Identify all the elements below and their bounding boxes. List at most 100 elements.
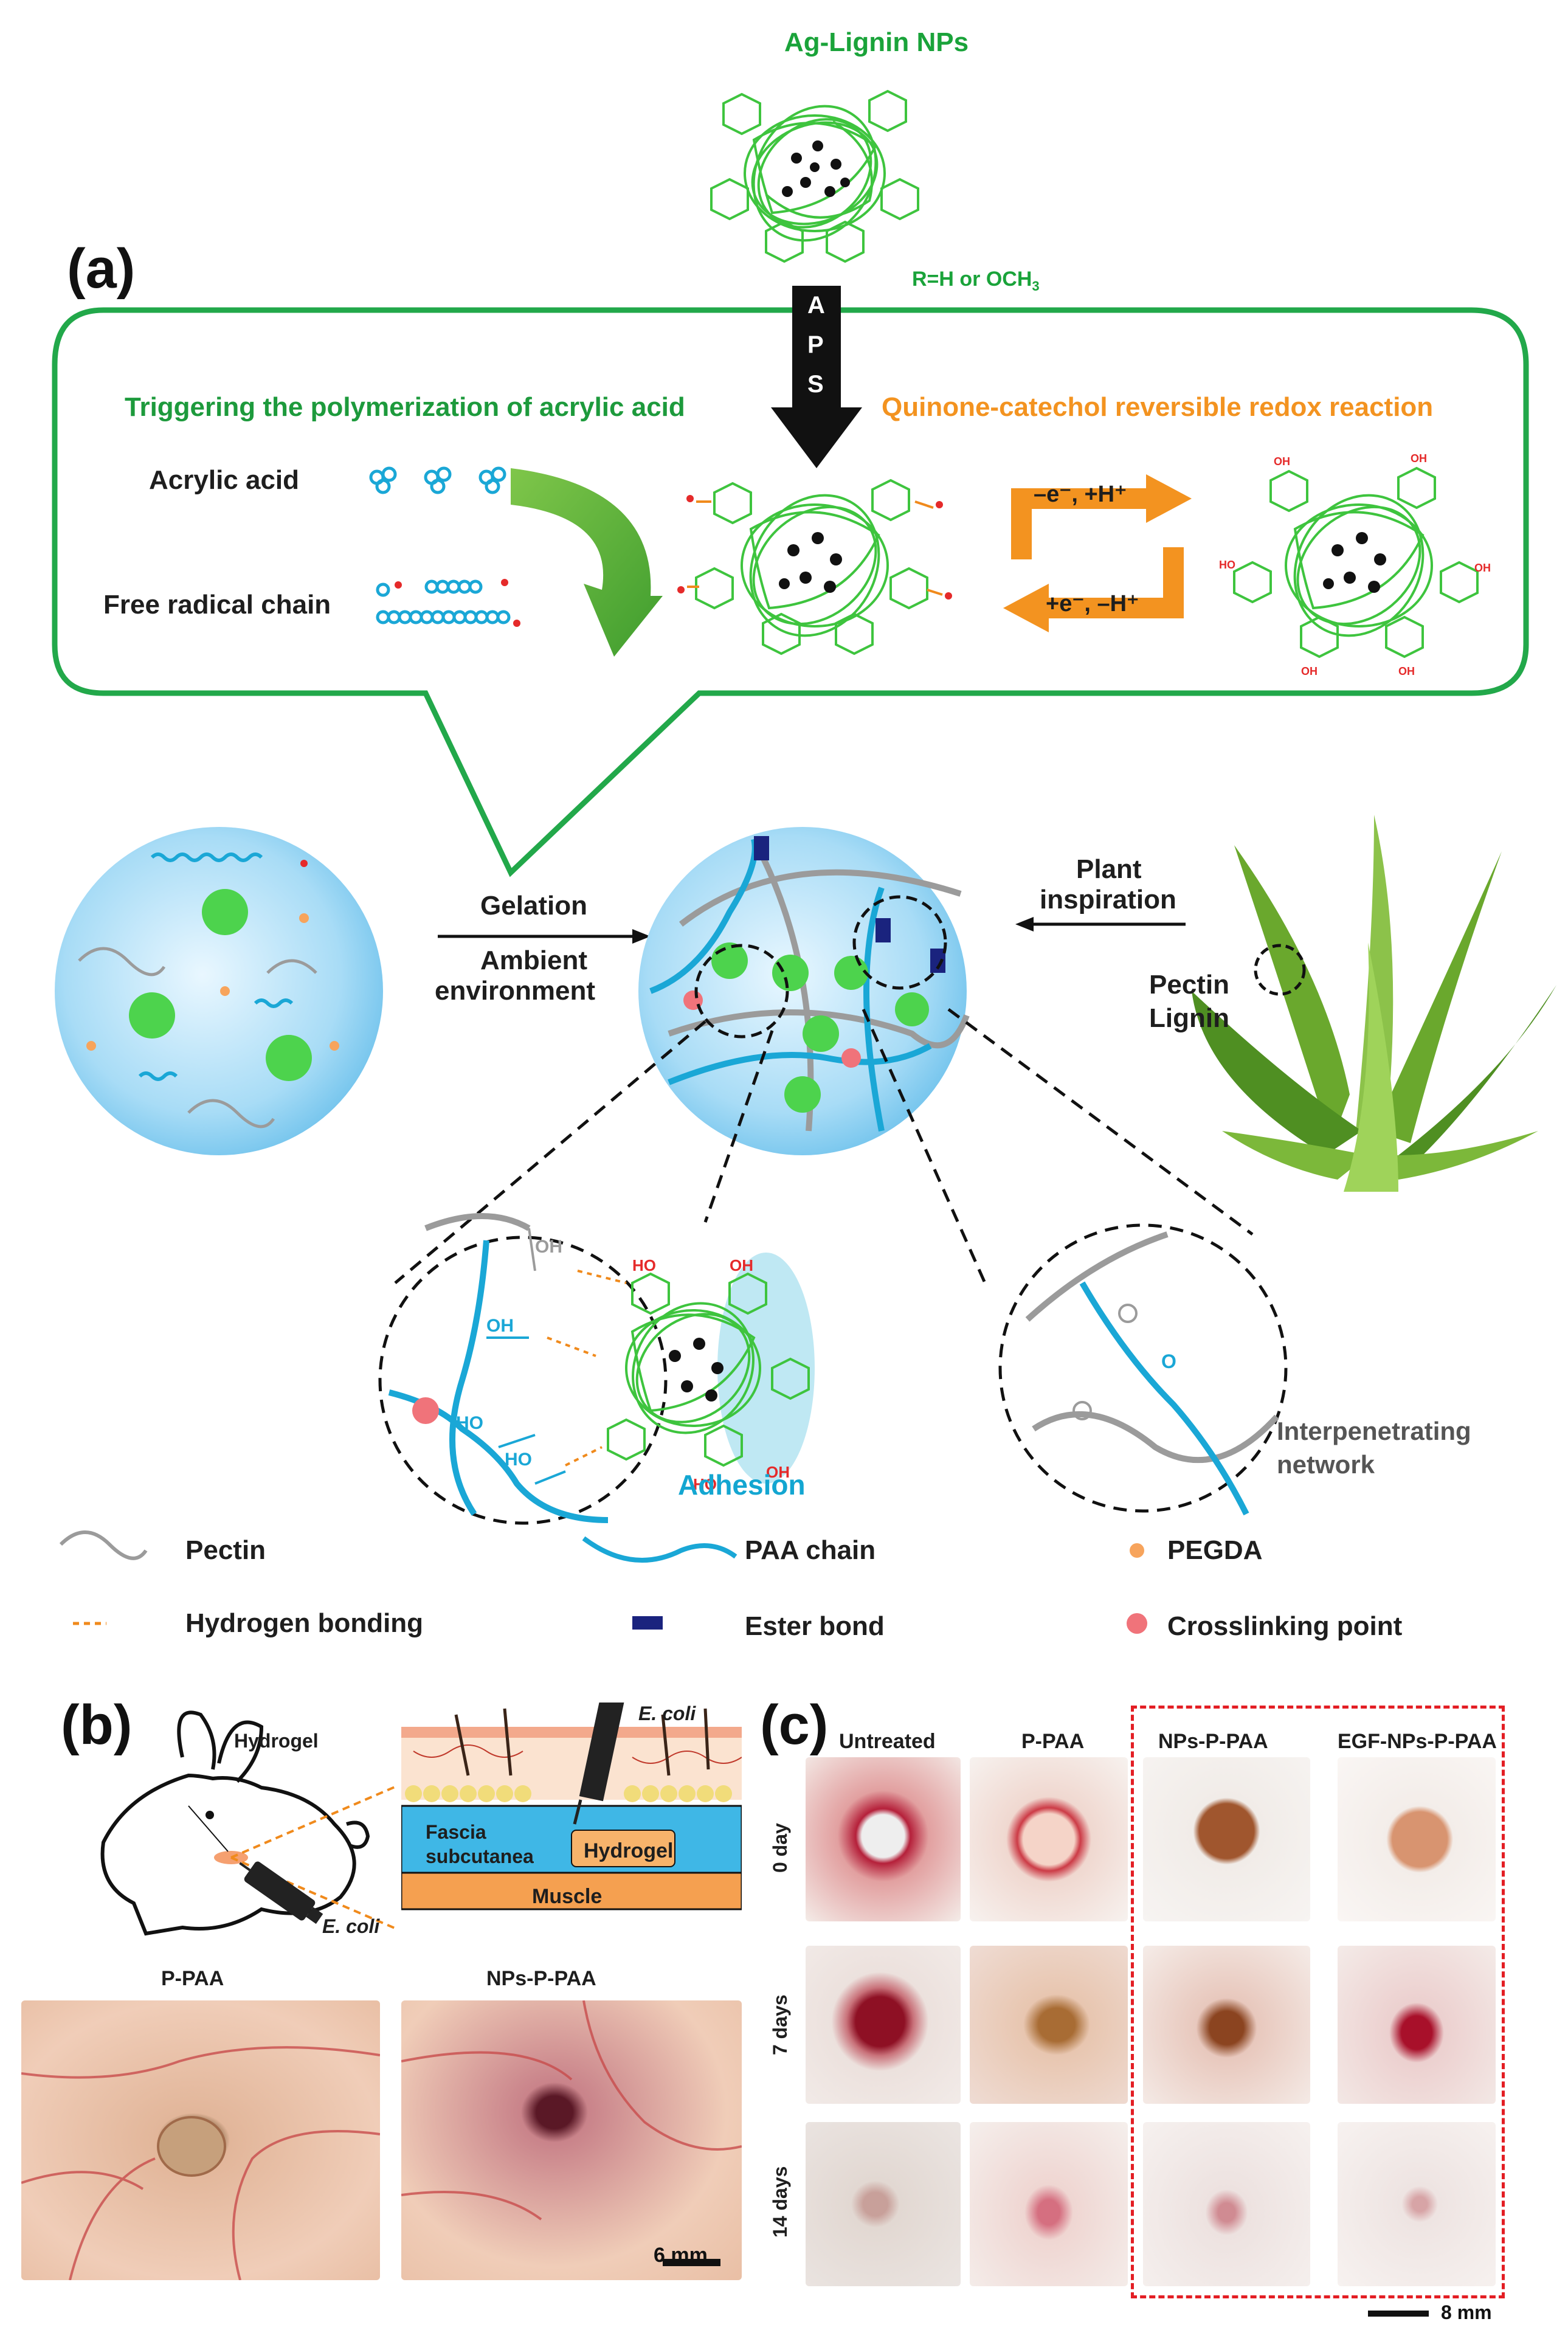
wound-untreated-day7: [806, 1946, 961, 2104]
legend-ester-icon: [632, 1616, 663, 1630]
skin-cross-section: [401, 1703, 742, 1910]
legend-symbols: [59, 1530, 1147, 1634]
lignin-plant-label: Lignin: [1149, 1003, 1229, 1033]
curved-green-arrow: [511, 468, 663, 657]
fascia-label-1: Fascia: [426, 1821, 486, 1843]
ambient-label-1: Ambient: [480, 945, 587, 975]
redox-top-label: –e⁻, +H⁺: [1034, 482, 1127, 507]
plant-label-1: Plant: [1076, 854, 1142, 884]
wound-egf-day0: [1338, 1757, 1496, 1921]
svg-text:HO: HO: [505, 1450, 532, 1470]
r-definition: R=H or OCH3: [912, 268, 1040, 294]
monomer-and-chain-illustration: [369, 466, 520, 627]
panel-a-label: (a): [67, 238, 136, 300]
wound-egf-day14: [1338, 2122, 1496, 2286]
col-untreated: Untreated: [839, 1730, 936, 1753]
legend-ester-label: Ester bond: [745, 1611, 885, 1641]
wound-ppaa-day14: [970, 2122, 1128, 2286]
svg-text:O: O: [1161, 1350, 1176, 1372]
row-14-days: 14 days: [769, 2166, 791, 2238]
panel-c-label: (c): [760, 1694, 829, 1756]
redox-cycle-arrows: [1003, 474, 1192, 632]
svg-text:HO: HO: [456, 1413, 483, 1433]
plant-label-2: inspiration: [1040, 885, 1176, 914]
r-definition-text: R=H or OCH: [912, 268, 1032, 291]
legend-pegda-label: PEGDA: [1167, 1535, 1263, 1565]
photo-nps-p-paa: [401, 2000, 742, 2280]
wound-nps-day0: [1143, 1757, 1310, 1921]
legend-pectin-icon: [59, 1530, 148, 1560]
wound-egf-day7: [1338, 1946, 1496, 2104]
legend-paa-label: PAA chain: [745, 1535, 876, 1565]
row-0-day: 0 day: [769, 1823, 791, 1873]
wound-untreated-day0: [806, 1757, 961, 1921]
legend-pegda-icon: [1130, 1543, 1144, 1558]
oxidized-np-structure: [677, 479, 952, 655]
aps-arrow: [771, 286, 862, 468]
svg-text:HO: HO: [1219, 559, 1235, 571]
svg-text:OH: OH: [1411, 452, 1427, 465]
legend-crosslink-label: Crosslinking point: [1167, 1611, 1403, 1641]
hydrogel-box-label: Hydrogel: [584, 1839, 674, 1862]
wound-ppaa-day0: [970, 1757, 1128, 1921]
scale-6mm: 6 mm: [654, 2244, 708, 2267]
ecoli-top-label: E. coli: [638, 1703, 696, 1725]
svg-text:OH: OH: [486, 1316, 514, 1336]
svg-text:HO: HO: [693, 1475, 717, 1493]
legend-crosslink-icon: [1127, 1613, 1147, 1634]
rabbit-illustration: [100, 1710, 395, 1936]
svg-text:OH: OH: [730, 1256, 753, 1274]
muscle-label: Muscle: [532, 1885, 603, 1908]
ecoli-bottom-text: E. coli: [322, 1915, 380, 1937]
photo-p-paa: [21, 2000, 380, 2280]
photo-left-title: P-PAA: [161, 1967, 224, 1990]
col-p-paa: P-PAA: [1021, 1730, 1085, 1753]
ecoli-top-text: E. coli: [638, 1703, 696, 1724]
svg-text:HO: HO: [632, 1256, 656, 1274]
aps-letter-s: S: [807, 371, 824, 398]
svg-text:OH: OH: [1474, 562, 1491, 574]
col-egf-nps-p-paa: EGF-NPs-P-PAA: [1338, 1730, 1497, 1753]
r-definition-subscript: 3: [1032, 278, 1040, 294]
adhesion-label: Adhesion: [678, 1469, 806, 1501]
callout-frame: [52, 307, 1529, 877]
ipn-label-1: Interpenetrating: [1277, 1417, 1471, 1445]
fascia-label-2: subcutanea: [426, 1845, 534, 1867]
panel-b-label: (b): [61, 1694, 133, 1756]
wound-nps-day7: [1143, 1946, 1310, 2104]
wound-nps-day14: [1143, 2122, 1310, 2286]
ag-lignin-np-structure: [710, 89, 919, 263]
aps-letter-a: A: [807, 292, 825, 319]
svg-text:OH: OH: [1274, 455, 1290, 468]
svg-text:OH: OH: [535, 1237, 562, 1257]
svg-text:OH: OH: [1398, 665, 1415, 677]
np-title: Ag-Lignin NPs: [784, 27, 969, 57]
free-radical-label: Free radical chain: [103, 590, 331, 620]
highlight-box-nps-groups: [1131, 1706, 1505, 2298]
pectin-plant-label: Pectin: [1149, 970, 1230, 1000]
ecoli-bottom-label: E. coli: [322, 1915, 379, 1938]
hydrogel-spheres-row: [55, 815, 1556, 1192]
left-section-title: Triggering the polymerization of acrylic…: [125, 392, 685, 422]
wound-untreated-day14: [806, 2122, 961, 2286]
photo-right-title: NPs-P-PAA: [486, 1967, 596, 1990]
aps-letter-p: P: [807, 331, 824, 358]
scale-8mm: 8 mm: [1441, 2301, 1492, 2323]
scale-bar-8mm: [1368, 2311, 1429, 2317]
zoom-detail: OH HO HO OH HO OH OH HO O: [378, 1008, 1288, 1525]
svg-text:OH: OH: [1301, 665, 1318, 677]
svg-text:OH: OH: [766, 1463, 790, 1481]
wound-ppaa-day7: [970, 1946, 1128, 2104]
row-7-days: 7 days: [769, 1994, 791, 2055]
right-section-title: Quinone-catechol reversible redox reacti…: [882, 392, 1434, 422]
col-nps-p-paa: NPs-P-PAA: [1158, 1730, 1268, 1753]
ipn-label-2: network: [1277, 1450, 1375, 1479]
legend-pectin-label: Pectin: [185, 1535, 266, 1565]
legend-paa-icon: [582, 1536, 737, 1563]
legend-hbond-label: Hydrogen bonding: [185, 1608, 424, 1638]
ambient-label-2: environment: [435, 976, 596, 1006]
redox-bottom-label: +e⁻, –H⁺: [1046, 591, 1139, 617]
acrylic-acid-label: Acrylic acid: [149, 465, 300, 495]
reduced-np-structure: OH OH HO OH OH OH: [1219, 452, 1491, 677]
gelation-label: Gelation: [480, 891, 588, 921]
